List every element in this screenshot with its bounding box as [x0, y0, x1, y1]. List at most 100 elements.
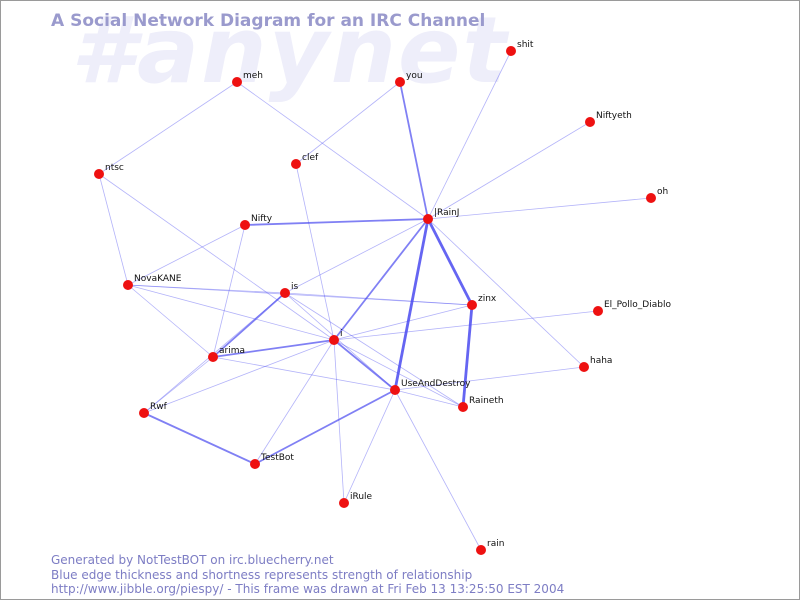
edge-useanddestroy-rain — [394, 389, 482, 551]
node-dot-testbot — [250, 459, 260, 469]
edge-nifty-arima — [212, 224, 246, 358]
edge-is-zinx — [284, 292, 473, 306]
edge-i-arima — [212, 339, 335, 358]
edge-shit-irainj — [427, 50, 512, 220]
edge-meh-ntsc — [98, 81, 238, 175]
edge-irainj-haha — [427, 218, 585, 368]
edge-el_pollo-i — [333, 310, 599, 341]
node-dot-useanddestroy — [390, 385, 400, 395]
node-label-meh: meh — [243, 71, 263, 81]
edge-you-clef — [295, 81, 401, 165]
edge-zinx-raineth — [461, 304, 474, 408]
edge-useanddestroy-testbot — [254, 389, 396, 465]
node-haha: haha — [579, 356, 612, 372]
edge-clef-i — [295, 163, 335, 341]
edge-i-rwf — [143, 339, 335, 414]
node-dot-raineth — [458, 402, 468, 412]
edge-ntsc-i — [98, 173, 335, 341]
node-meh: meh — [232, 71, 263, 87]
edge-zinx-i — [333, 304, 473, 341]
node-label-irainj: |RainJ — [434, 208, 459, 218]
edge-is-raineth — [284, 292, 464, 408]
node-label-nifty: Nifty — [251, 214, 273, 224]
node-label-shit: shit — [517, 40, 534, 50]
node-raineth: Raineth — [458, 396, 504, 412]
node-dot-arima — [208, 352, 218, 362]
node-dot-irule — [339, 498, 349, 508]
edge-arima-rwf — [143, 356, 214, 414]
node-label-rain: rain — [487, 539, 504, 549]
edge-novakane-is — [127, 284, 286, 294]
edge-niftyeth-irainj — [427, 121, 591, 220]
page-title: A Social Network Diagram for an IRC Chan… — [51, 11, 486, 31]
edge-novakane-zinx — [127, 284, 473, 306]
node-dot-you — [395, 77, 405, 87]
edge-ntsc-novakane — [98, 173, 129, 286]
node-label-haha: haha — [590, 356, 612, 366]
node-label-niftyeth: Niftyeth — [596, 111, 632, 121]
node-dot-oh — [646, 193, 656, 203]
node-label-el_pollo: El_Pollo_Diablo — [604, 300, 671, 310]
node-label-oh: oh — [657, 187, 668, 197]
edge-i-useanddestroy — [333, 339, 396, 391]
node-you: you — [395, 71, 423, 87]
node-dot-novakane — [123, 280, 133, 290]
node-clef: clef — [291, 153, 319, 169]
node-dot-irainj — [423, 214, 433, 224]
edge-nifty-novakane — [127, 224, 246, 286]
node-oh: oh — [646, 187, 668, 203]
edge-i-irule — [333, 339, 345, 504]
node-shit: shit — [506, 40, 534, 56]
node-label-testbot: TestBot — [260, 453, 294, 463]
node-label-ntsc: ntsc — [105, 163, 124, 173]
node-dot-rain — [476, 545, 486, 555]
node-niftyeth: Niftyeth — [585, 111, 632, 127]
edge-rwf-testbot — [143, 412, 256, 465]
node-nifty: Nifty — [240, 214, 273, 230]
node-dot-meh — [232, 77, 242, 87]
node-label-i: i — [340, 329, 343, 339]
edge-irainj-useanddestroy — [393, 218, 430, 391]
footer-generated-by: Generated by NotTestBOT on irc.bluecherr… — [51, 553, 334, 567]
node-label-you: you — [406, 71, 423, 81]
node-label-useanddestroy: UseAndDestroy — [401, 379, 471, 389]
node-is: is — [280, 282, 299, 298]
edge-novakane-i — [127, 284, 335, 341]
node-label-arima: arima — [219, 346, 245, 356]
node-testbot: TestBot — [250, 453, 294, 469]
node-useanddestroy: UseAndDestroy — [390, 379, 471, 395]
node-label-zinx: zinx — [478, 294, 497, 304]
edge-haha-useanddestroy — [394, 366, 585, 391]
footer-legend-note: Blue edge thickness and shortness repres… — [51, 567, 473, 582]
node-rwf: Rwf — [139, 402, 168, 418]
node-dot-zinx — [467, 300, 477, 310]
edge-i-testbot — [254, 339, 335, 465]
node-dot-el_pollo — [593, 306, 603, 316]
node-rain: rain — [476, 539, 504, 555]
node-dot-shit — [506, 46, 516, 56]
node-dot-rwf — [139, 408, 149, 418]
node-label-clef: clef — [302, 153, 319, 163]
edge-nifty-irainj — [244, 218, 429, 226]
node-label-irule: iRule — [350, 492, 373, 502]
node-irule: iRule — [339, 492, 373, 508]
footer: Generated by NotTestBOT on irc.bluecherr… — [51, 553, 564, 597]
edge-is-arima — [212, 292, 286, 358]
edge-novakane-arima — [127, 284, 214, 358]
node-label-raineth: Raineth — [469, 396, 504, 406]
edge-irainj-zinx — [426, 218, 474, 306]
node-dot-ntsc — [94, 169, 104, 179]
edge-you-irainj — [399, 81, 429, 220]
edge-irainj-is — [284, 218, 429, 294]
node-el_pollo: El_Pollo_Diablo — [593, 300, 671, 316]
node-label-novakane: NovaKANE — [134, 274, 182, 284]
edge-irainj-i — [333, 218, 429, 341]
node-dot-haha — [579, 362, 589, 372]
node-ntsc: ntsc — [94, 163, 124, 179]
node-dot-is — [280, 288, 290, 298]
node-label-is: is — [291, 282, 299, 292]
edge-oh-irainj — [427, 197, 652, 220]
